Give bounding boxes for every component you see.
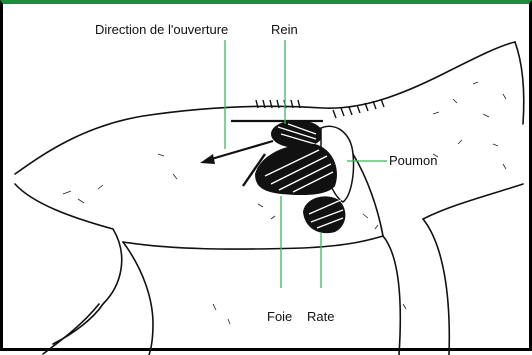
organs bbox=[255, 120, 354, 233]
label-rate: Rate bbox=[307, 309, 334, 324]
label-direction: Direction de l'ouverture bbox=[95, 22, 228, 37]
label-rein: Rein bbox=[271, 22, 298, 37]
spleen-shape bbox=[303, 196, 345, 233]
label-poumon: Poumon bbox=[389, 153, 437, 168]
liver-shape bbox=[255, 144, 337, 195]
dog-anatomy-drawing: Direction de l'ouverture Rein Poumon Foi… bbox=[3, 4, 532, 355]
direction-arrow-head bbox=[200, 154, 215, 164]
label-foie: Foie bbox=[267, 309, 292, 324]
